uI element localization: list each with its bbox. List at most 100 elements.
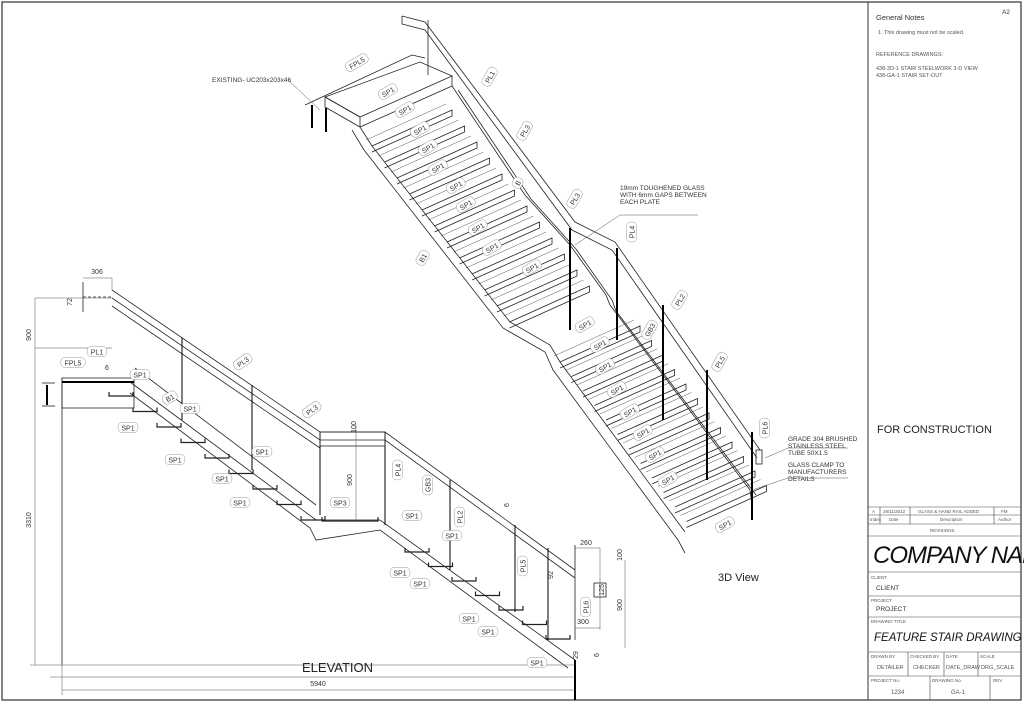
reference-2: 438-GA-1 STAIR SET-OUT: [876, 73, 943, 79]
iso-step: [651, 441, 733, 485]
elevation-tag: SP1: [179, 403, 201, 414]
elevation-tag-frame: [86, 346, 108, 357]
dimension-value: 900: [26, 329, 33, 341]
iso-tag-frame: [521, 259, 542, 276]
iso-tag: PL1: [481, 66, 498, 87]
iso-step: [421, 173, 503, 217]
elevation-tag-frame: [422, 474, 433, 496]
elevation-tag: PL1: [86, 346, 108, 357]
elevation-tag-label: SP1: [462, 617, 475, 624]
iso-tag: PL4: [626, 221, 637, 243]
iso-step-back: [611, 392, 692, 429]
tube-note-3: TUBE 50X1.5: [788, 450, 828, 457]
elevation-tag-label: SP1: [183, 407, 196, 414]
reference-title: REFERENCE DRAWINGS:: [876, 52, 943, 58]
iso-step: [605, 383, 687, 427]
general-notes: A2 General Notes 1. This drawing must no…: [876, 9, 1010, 436]
iso-tag-frame: [445, 177, 466, 194]
elevation-tag-label: SP1: [255, 450, 268, 457]
elevation-tag: SP1: [211, 473, 233, 484]
elevation-tag: SP1: [229, 497, 251, 508]
step-bracket: [521, 620, 548, 626]
elevation-tag-frame: [229, 497, 251, 508]
elevation-tag: B1: [161, 390, 178, 405]
leader-lines: [287, 79, 848, 491]
dimension-value: 900: [617, 599, 624, 611]
elevation-tag-label: PL2: [458, 511, 465, 524]
elevation-tag: SP1: [441, 530, 463, 541]
project: PROJECT: [876, 606, 906, 613]
elevation-tag-label: PL4: [396, 464, 403, 477]
iso-tag-label: PL6: [763, 422, 770, 435]
iso-step-back: [680, 479, 761, 516]
elevation-tag-frame: [477, 626, 499, 637]
iso-tag: B1: [415, 249, 430, 266]
svg-text:Date: Date: [889, 517, 899, 522]
iso-3d-view: 3D View: [287, 15, 848, 584]
elevation-stringer: [129, 367, 576, 669]
iso-tag-frame: [455, 196, 476, 213]
elevation-tag: SP1: [477, 626, 499, 637]
step-bracket: [474, 591, 501, 597]
iso-tag: FPL5: [344, 53, 369, 72]
elevation-tag-label: SP1: [121, 426, 134, 433]
elevation-tag-frame: [60, 357, 86, 368]
iso-tag: SP1: [644, 446, 665, 463]
iso-tag-frame: [467, 219, 488, 236]
iso-tag-frame: [516, 120, 533, 141]
elevation-tag-frame: [233, 353, 253, 371]
iso-tag-frame: [417, 139, 438, 156]
glass-note-1: 19mm TOUGHENED GLASS: [620, 185, 705, 192]
elevation-tag-label: SP1: [530, 661, 543, 668]
svg-text:Description: Description: [940, 517, 963, 522]
step-bracket: [545, 635, 571, 640]
iso-tag: SP1: [574, 316, 595, 333]
company-name: COMPANY NAME: [873, 542, 1024, 569]
iso-tag-frame: [619, 403, 640, 420]
svg-text:REV: REV: [993, 678, 1002, 683]
iso-step-back: [553, 319, 635, 357]
iso-step-back: [565, 334, 646, 371]
iso-tag-frame: [759, 417, 770, 439]
elevation-tag-frame: [392, 459, 403, 481]
elevation-tag-frame: [409, 578, 431, 589]
iso-top-landing: [304, 54, 453, 132]
svg-text:PROJECT: PROJECT: [871, 598, 892, 603]
iso-tag: SP1: [589, 336, 610, 353]
dimension-lines: [30, 277, 626, 695]
elevation-tag-label: SP3: [333, 501, 346, 508]
step-bracket: [300, 516, 326, 521]
iso-tag: PL3: [566, 188, 583, 209]
step-bracket: [451, 577, 477, 582]
iso-tag: SP1: [657, 471, 678, 488]
elevation-tag-frame: [458, 613, 480, 624]
svg-text:PROJECT No.: PROJECT No.: [871, 678, 900, 683]
elevation-tag: SP1: [251, 446, 273, 457]
svg-text:DRAWING No.: DRAWING No.: [932, 678, 962, 683]
iso-tag-frame: [481, 66, 498, 87]
step-bracket: [404, 548, 430, 553]
iso-step-back: [390, 135, 472, 173]
dimension-value: 3310: [26, 512, 33, 528]
glass-note-2: WITH 6mm GAPS BETWEEN: [620, 192, 707, 199]
iso-tag-frame: [377, 83, 398, 100]
elevation-tag-frame: [454, 506, 465, 528]
iso-tag-frame: [409, 121, 430, 138]
elevation-tag-label: FPL5: [65, 361, 82, 368]
step-bracket: [427, 562, 454, 568]
dimension-value: 100: [617, 549, 624, 561]
drawing-number: GA-1: [951, 690, 966, 696]
existing-beam-note: EXISTING- UC203x203x46: [212, 77, 292, 84]
iso-tag-frame: [574, 316, 595, 333]
elevation-tag-label: B1: [165, 394, 176, 404]
elevation-tag-label: SP1: [481, 630, 494, 637]
iso-step: [674, 470, 756, 514]
dimension-value: 5940: [310, 681, 326, 688]
iso-tag-frame: [589, 336, 610, 353]
step-bracket: [108, 392, 134, 397]
iso-step: [617, 397, 698, 441]
elevation-tag-frame: [251, 446, 273, 457]
clamp-note-3: DETAILS: [788, 476, 815, 483]
iso-step-back: [588, 363, 669, 400]
